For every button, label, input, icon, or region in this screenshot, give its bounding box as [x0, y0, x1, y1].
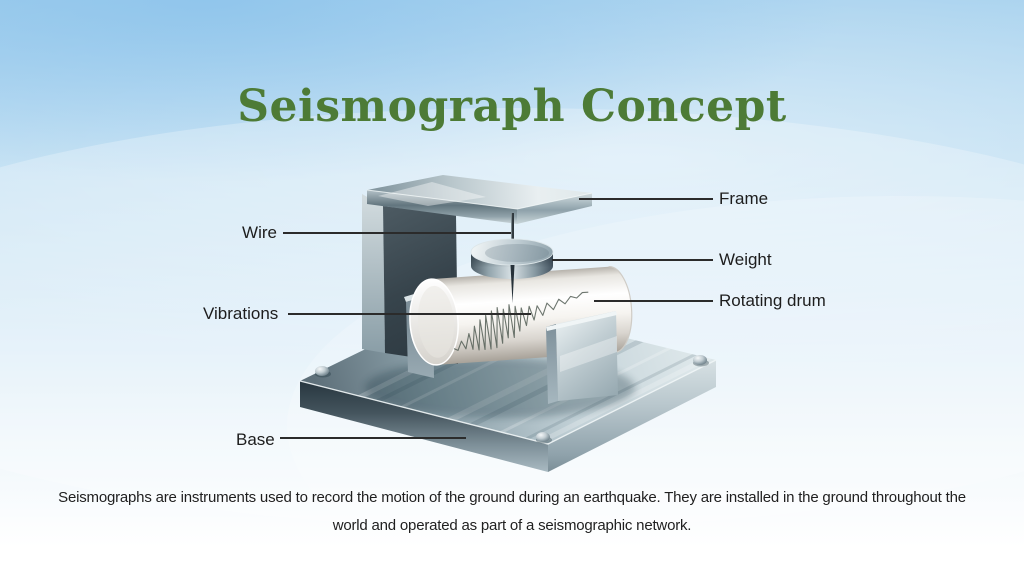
bolt: [315, 366, 331, 378]
leader-line-frame: [579, 198, 713, 200]
drum-bracket-right: [546, 311, 618, 404]
description: Seismographs are instruments used to rec…: [0, 484, 1024, 540]
needle: [510, 265, 515, 303]
page-title: Seismograph Concept: [237, 81, 787, 133]
label-base: Base: [236, 430, 275, 449]
leader-line-wire: [283, 232, 511, 234]
frame-top-plate: [366, 175, 593, 224]
leader-line-weight: [552, 259, 713, 261]
label-wire: Wire: [242, 223, 277, 242]
label-rotating-drum: Rotating drum: [719, 291, 826, 310]
base-bolts: [315, 355, 709, 444]
bolt: [693, 355, 709, 367]
description-line-2: world and operated as part of a seismogr…: [332, 517, 692, 534]
seismogram-trace: [453, 291, 589, 351]
leader-line-base: [280, 437, 466, 439]
bolt: [536, 432, 552, 444]
leader-line-vibrations: [288, 313, 531, 315]
label-vibrations: Vibrations: [203, 304, 279, 323]
label-frame: Frame: [719, 189, 769, 208]
leader-line-rotating-drum: [594, 300, 713, 302]
label-weight: Weight: [719, 250, 772, 269]
suspension-assembly: [470, 213, 554, 303]
description-line-1: Seismographs are instruments used to rec…: [58, 489, 966, 506]
